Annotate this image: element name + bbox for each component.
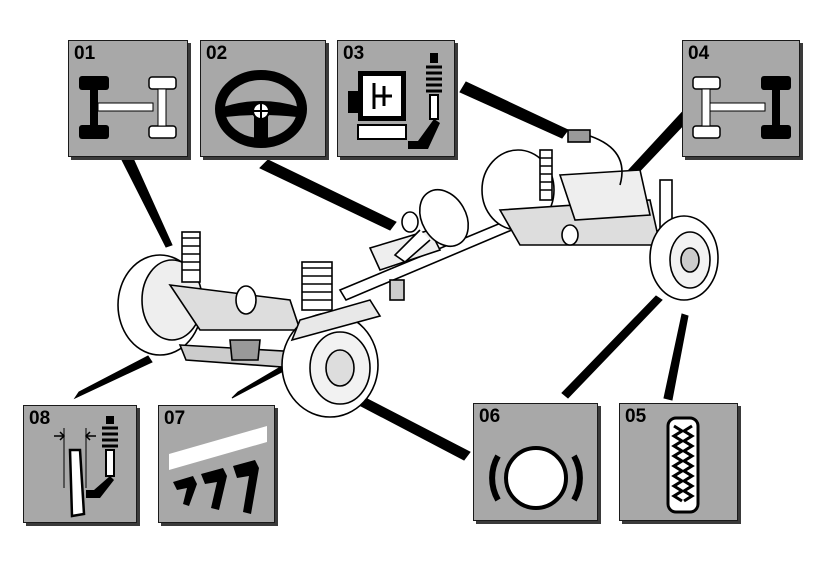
panel-02: 02: [200, 40, 326, 157]
panel-03: 03: [337, 40, 455, 157]
rear-wheel: [281, 299, 382, 418]
panel-05: 05: [619, 403, 738, 521]
panel-04: 04: [682, 40, 800, 157]
tire-tread-icon: [666, 416, 700, 514]
brake-warning-icon: [489, 446, 583, 510]
panel-number: 03: [343, 43, 365, 64]
panel-01: 01: [68, 40, 188, 157]
steering-wheel-icon: [215, 70, 307, 148]
pedal-clearance-icon: [54, 416, 118, 518]
panel-number: 08: [29, 408, 51, 429]
suspension-control-module-icon: [348, 53, 442, 149]
leader-lines: [73, 81, 693, 461]
panel-number: 02: [206, 43, 228, 64]
front-wheel: [649, 215, 719, 301]
rear-wheel-drive-axle-icon: [79, 76, 177, 139]
panel-07: 07: [158, 405, 275, 523]
panel-number: 05: [625, 406, 647, 427]
front-axle-assembly: [481, 129, 673, 246]
panel-number: 06: [479, 406, 501, 427]
panel-08: 08: [23, 405, 137, 523]
panel-06: 06: [473, 403, 598, 521]
panel-number: 01: [74, 43, 96, 64]
panel-number: 04: [688, 43, 710, 64]
rear-axle-assembly: [117, 231, 333, 369]
pedal-cluster-icon: [169, 426, 267, 514]
steering-column: [389, 188, 470, 301]
panel-number: 07: [164, 408, 186, 429]
front-axle-drive-icon: [692, 76, 791, 139]
